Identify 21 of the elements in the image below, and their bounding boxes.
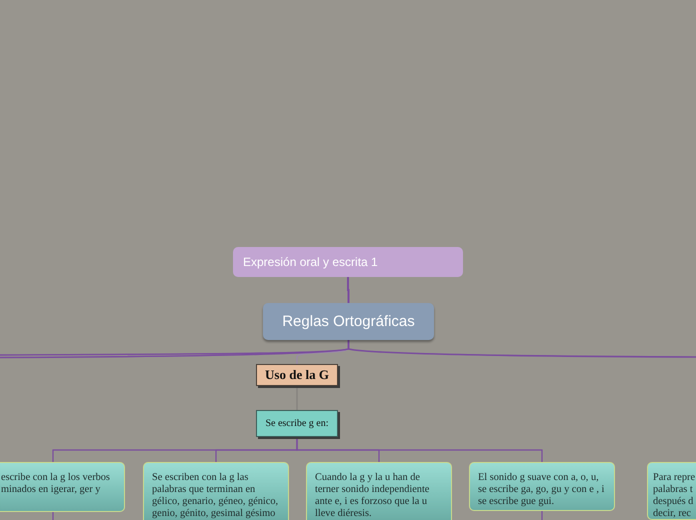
- note-box: [306, 462, 452, 520]
- subtopic-box: [256, 364, 338, 386]
- topic-text: Cuando la g y la u han de terner sonido independiente ante e, i es forzoso que la u lleve diéresis.: [315, 472, 430, 519]
- note-box: [0, 462, 125, 512]
- note-box: [143, 462, 289, 520]
- note-box: [469, 462, 615, 511]
- topic-text: Para repre palabras t después d decir, rec: [653, 472, 696, 519]
- topic-text: escribe con la g los verbos minados en igerar, ger y: [1, 472, 110, 495]
- topic-text: Reglas Ortográficas: [282, 313, 415, 330]
- topic-text: Se escribe g en:: [265, 418, 329, 429]
- main-topic-box: [263, 303, 434, 340]
- root-topic-box: [233, 247, 463, 277]
- topic-text: Uso de la G: [265, 367, 329, 383]
- connector-line: [348, 340, 696, 358]
- topic-text: Expresión oral y escrita 1: [243, 255, 378, 269]
- topic-text: Se escriben con la g las palabras que terminan en gélico, genario, géneo, génico, genio, génito, gesimal gésimo: [152, 472, 278, 519]
- connector-line: [296, 437, 543, 462]
- note-box: [647, 462, 696, 520]
- connector-line: [347, 277, 350, 303]
- topic-text: El sonido g suave con a, o, u, se escribe ga, go, gu y con e , i se escribe gue gui.: [478, 472, 604, 507]
- subtopic-box: [256, 410, 338, 437]
